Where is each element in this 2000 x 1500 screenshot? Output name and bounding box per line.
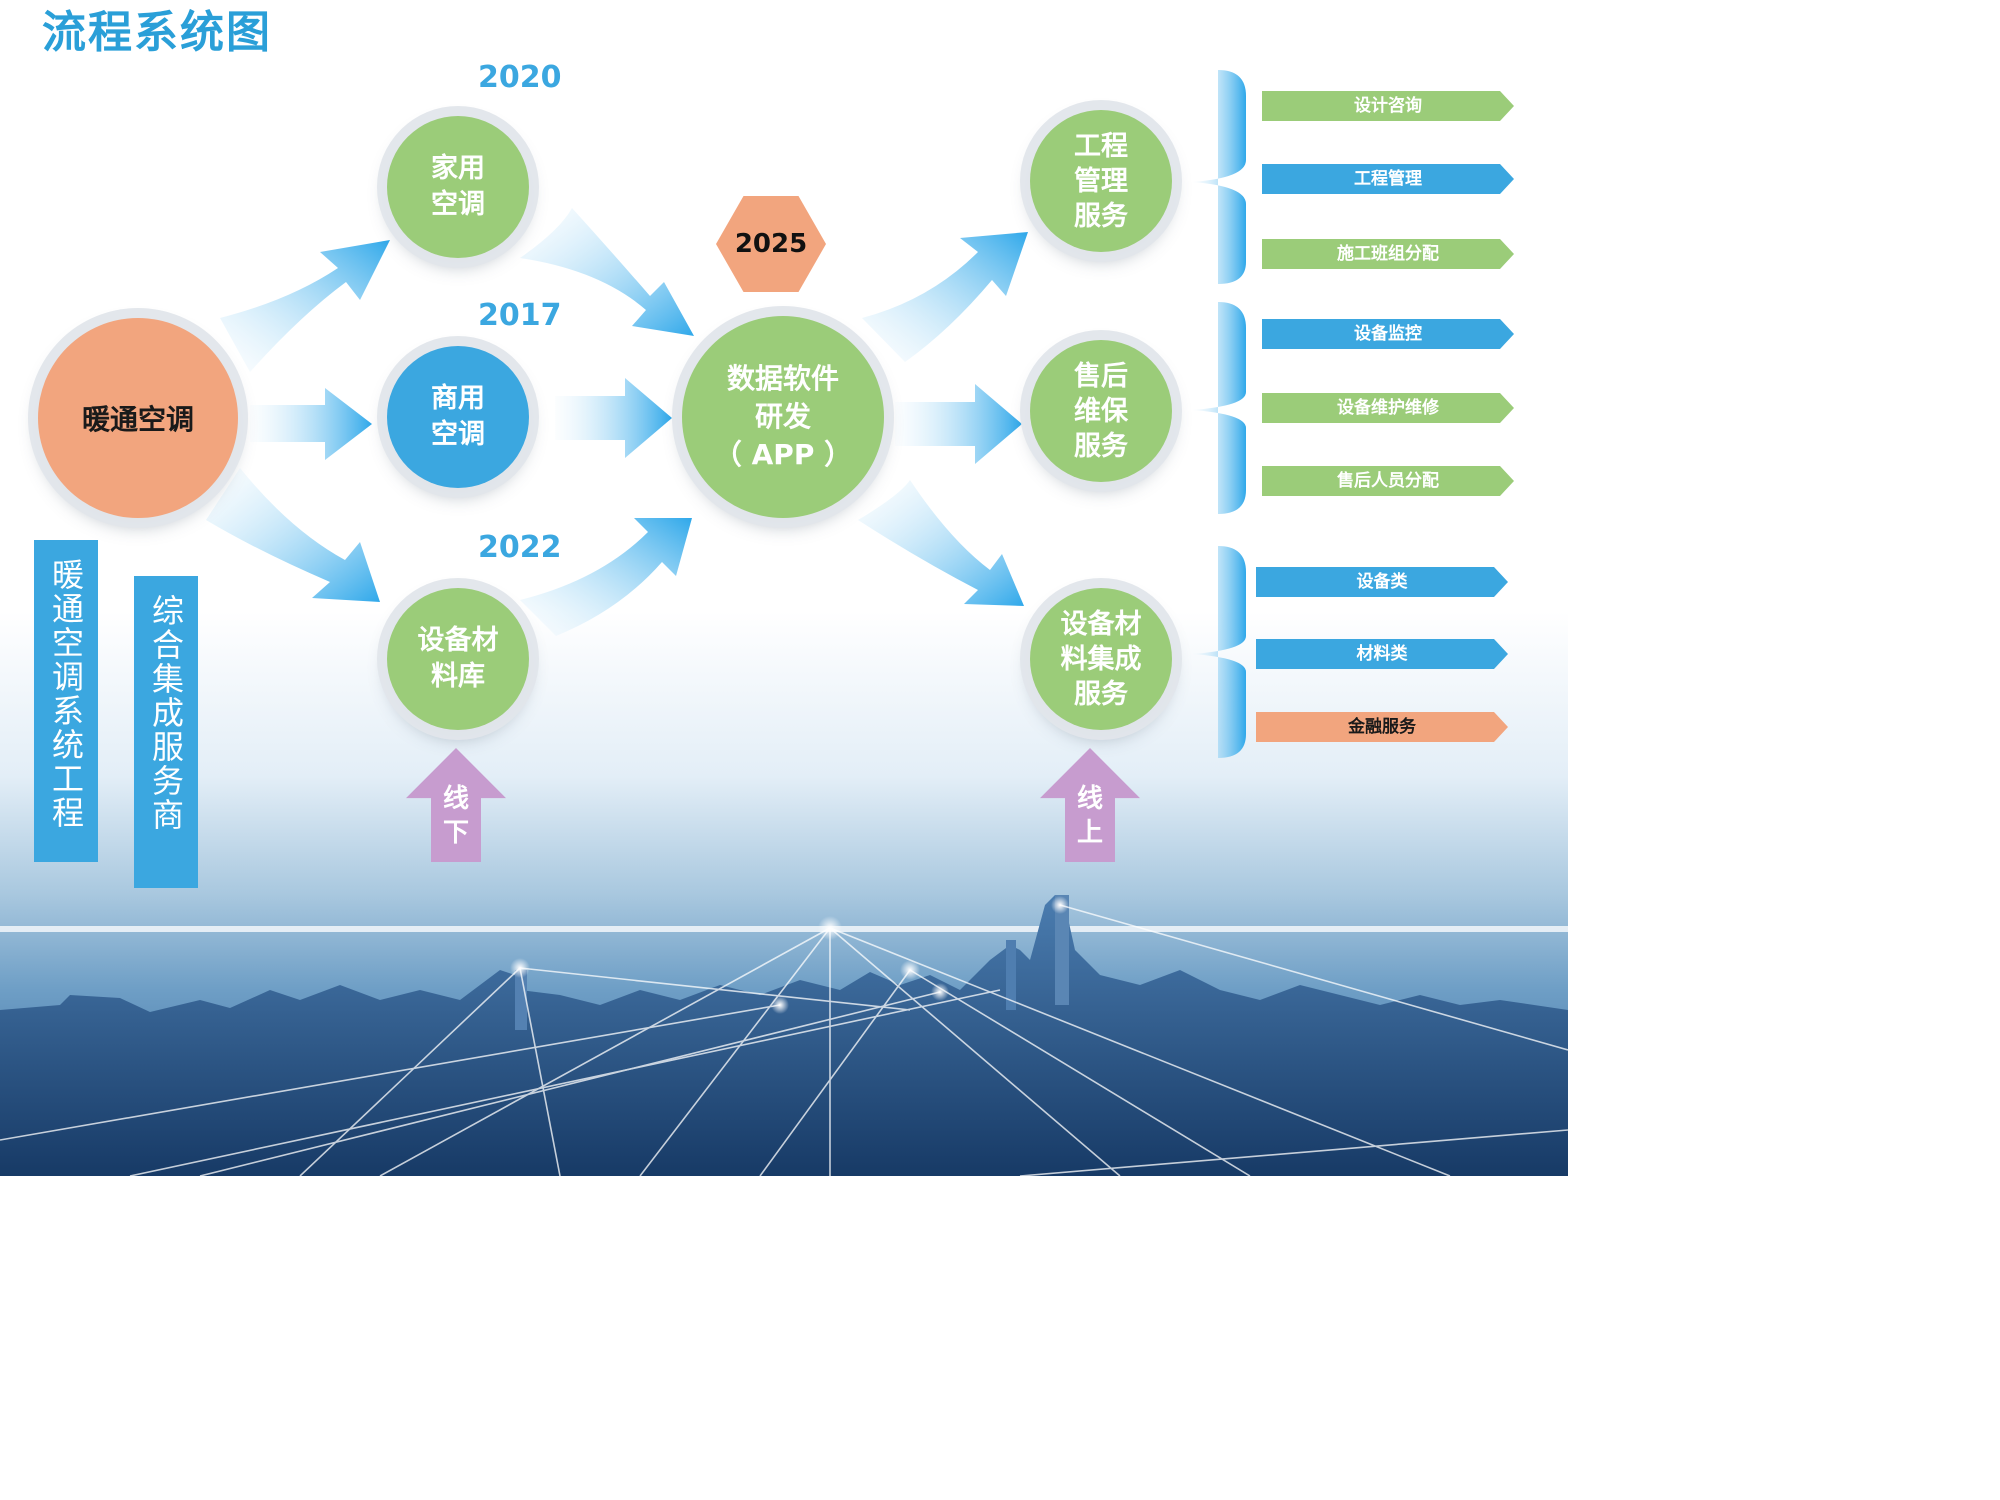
node-equipment-library: 设备材料库 (387, 588, 529, 730)
online-label-line1: 线 (1076, 784, 1103, 814)
node-engineering-service: 工程管理服务 (1030, 110, 1172, 252)
node-equipment-line1: 设备材 (417, 625, 499, 656)
tag-equipment-category: 设备类 (1256, 567, 1508, 597)
arrow-software-to-engineering (862, 232, 1028, 362)
tag-engineering-management: 工程管理 (1262, 164, 1514, 194)
node-hvac-label: 暖通空调 (81, 403, 194, 436)
arrow-software-to-materials (858, 480, 1024, 606)
arrow-equipment-to-software (520, 518, 692, 636)
node-aftersales-line2: 维保 (1074, 395, 1128, 427)
offline-label-line2: 下 (442, 818, 469, 848)
side-label-hvac-system: 暖通空调系统工程 (34, 540, 98, 862)
node-materials-line1: 设备材 (1060, 608, 1142, 640)
tag-financial-services: 金融服务 (1256, 712, 1508, 742)
node-engineering-line3: 服务 (1074, 200, 1128, 232)
bracket-materials (1192, 546, 1246, 758)
online-label-line2: 上 (1076, 818, 1103, 848)
bracket-aftersales (1192, 302, 1246, 514)
node-software-line1: 数据软件 (726, 362, 839, 395)
node-home-ac-line2: 空调 (431, 189, 485, 220)
online-label: 线 上 (1040, 782, 1140, 850)
bracket-engineering (1192, 70, 1246, 284)
node-engineering-line1: 工程 (1074, 130, 1128, 162)
offline-label-line1: 线 (442, 784, 469, 814)
node-equipment-line2: 料库 (431, 661, 485, 692)
page-title: 流程系统图 (42, 7, 272, 58)
node-aftersales-line3: 服务 (1074, 430, 1128, 462)
node-materials-line2: 料集成 (1060, 643, 1142, 675)
tag-equipment-maintenance: 设备维护维修 (1262, 393, 1514, 423)
tag-crew-allocation: 施工班组分配 (1262, 239, 1514, 269)
node-aftersales-service: 售后维保服务 (1030, 340, 1172, 482)
year-equipment: 2022 (478, 530, 562, 565)
node-home-ac: 家用空调 (387, 116, 529, 258)
node-engineering-line2: 管理 (1074, 165, 1128, 197)
arrow-hvac-to-equipment (206, 468, 380, 602)
arrow-software-to-aftersales (895, 384, 1022, 464)
node-software-app: 数据软件研发 （ APP ） (682, 316, 884, 518)
tag-aftersales-staff: 售后人员分配 (1262, 466, 1514, 496)
side-label-integrator: 综合集成服务商 (134, 576, 198, 888)
year-commercial: 2017 (478, 298, 562, 333)
flow-arrows (206, 70, 1246, 758)
arrow-hvac-to-home (220, 240, 390, 372)
tag-materials-category: 材料类 (1256, 639, 1508, 669)
tag-design-consulting: 设计咨询 (1262, 91, 1514, 121)
node-aftersales-line1: 售后 (1074, 360, 1128, 392)
arrow-hvac-to-commercial (250, 388, 372, 460)
node-hvac: 暖通空调 (38, 318, 238, 518)
year-home: 2020 (478, 60, 562, 95)
node-materials-service: 设备材料集成服务 (1030, 588, 1172, 730)
node-software-line3: （ APP ） (713, 438, 853, 471)
offline-label: 线 下 (406, 782, 506, 850)
node-commercial-ac: 商用空调 (387, 346, 529, 488)
node-commercial-ac-line1: 商用 (431, 383, 485, 414)
tag-equipment-monitoring: 设备监控 (1262, 319, 1514, 349)
node-materials-line3: 服务 (1074, 678, 1128, 710)
arrow-home-to-software (520, 208, 694, 336)
diagram-canvas: 流程系统图 2020 2017 2022 2025 暖通空调 家用空调 商用空调… (0, 0, 1568, 1176)
node-commercial-ac-line2: 空调 (431, 419, 485, 450)
node-home-ac-line1: 家用 (431, 153, 485, 184)
arrow-commercial-to-software (555, 378, 672, 458)
node-software-line2: 研发 (754, 400, 811, 433)
